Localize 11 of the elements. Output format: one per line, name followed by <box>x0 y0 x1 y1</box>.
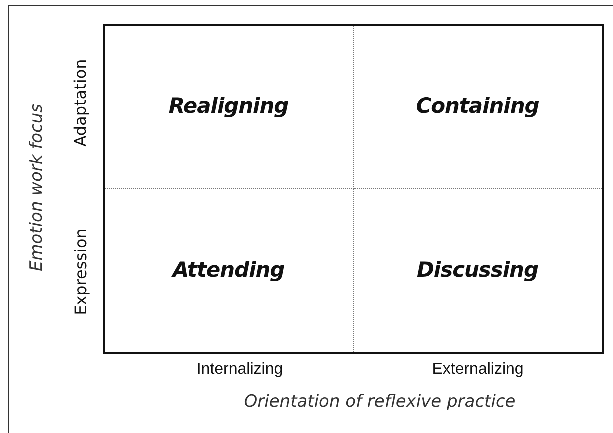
quadrant-cell <box>105 26 354 189</box>
axis-category-label: Externalizing <box>432 360 524 380</box>
quadrant-label: Containing <box>416 93 540 120</box>
quadrant-label: Attending <box>172 256 285 284</box>
axis-title: Emotion work focus <box>26 104 48 272</box>
quadrant-label: Realigning <box>168 93 289 120</box>
axis-category-label: Internalizing <box>196 360 284 380</box>
axis-category-label: Expression <box>70 228 91 316</box>
quadrant-label: Discussing <box>417 256 538 284</box>
axis-category-label: Adaptation <box>70 59 91 147</box>
axis-title: Orientation of reflexive practice <box>244 391 516 414</box>
